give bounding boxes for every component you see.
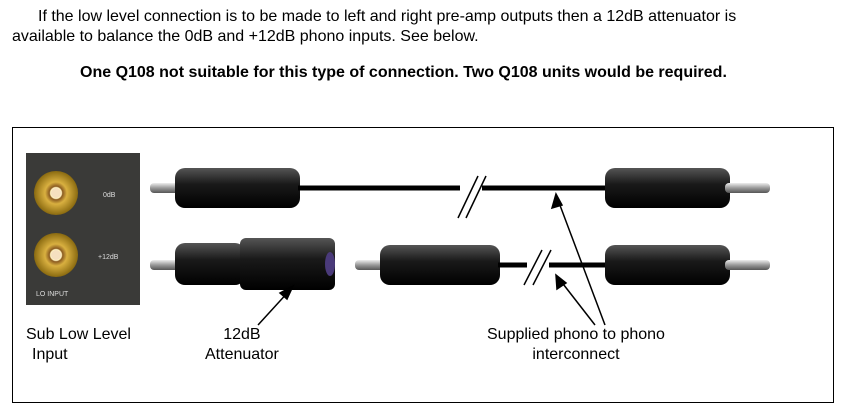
cable-bottom [150,238,770,290]
label-attenuator: 12dB Attenuator [205,325,279,365]
label-line: 12dB [223,326,261,343]
panel-label-0db: 0dB [103,192,116,199]
cable-top [150,168,770,219]
paragraph-line-2: available to balance the 0dB and +12dB p… [12,28,479,45]
lo-input-panel-photo: 0dB +12dB LO INPUT [26,153,140,305]
label-line: Sub Low Level [26,326,131,343]
label-line: Input [32,346,68,363]
label-line: interconnect [532,346,620,363]
paragraph-line-1: If the low level connection is to be mad… [38,8,737,25]
diagram-frame [12,127,834,403]
label-interconnect: Supplied phono to phono interconnect [487,325,665,365]
label-line: Attenuator [205,346,279,363]
callout-arrows [257,192,606,326]
panel-label-lo-input: LO INPUT [36,291,69,298]
attenuator [240,238,335,290]
panel-label-12db: +12dB [98,254,119,261]
label-line: Supplied phono to phono [487,326,665,343]
warning-text: One Q108 not suitable for this type of c… [80,64,727,81]
label-sub-low-level-input: Sub Low Level Input [26,325,131,365]
